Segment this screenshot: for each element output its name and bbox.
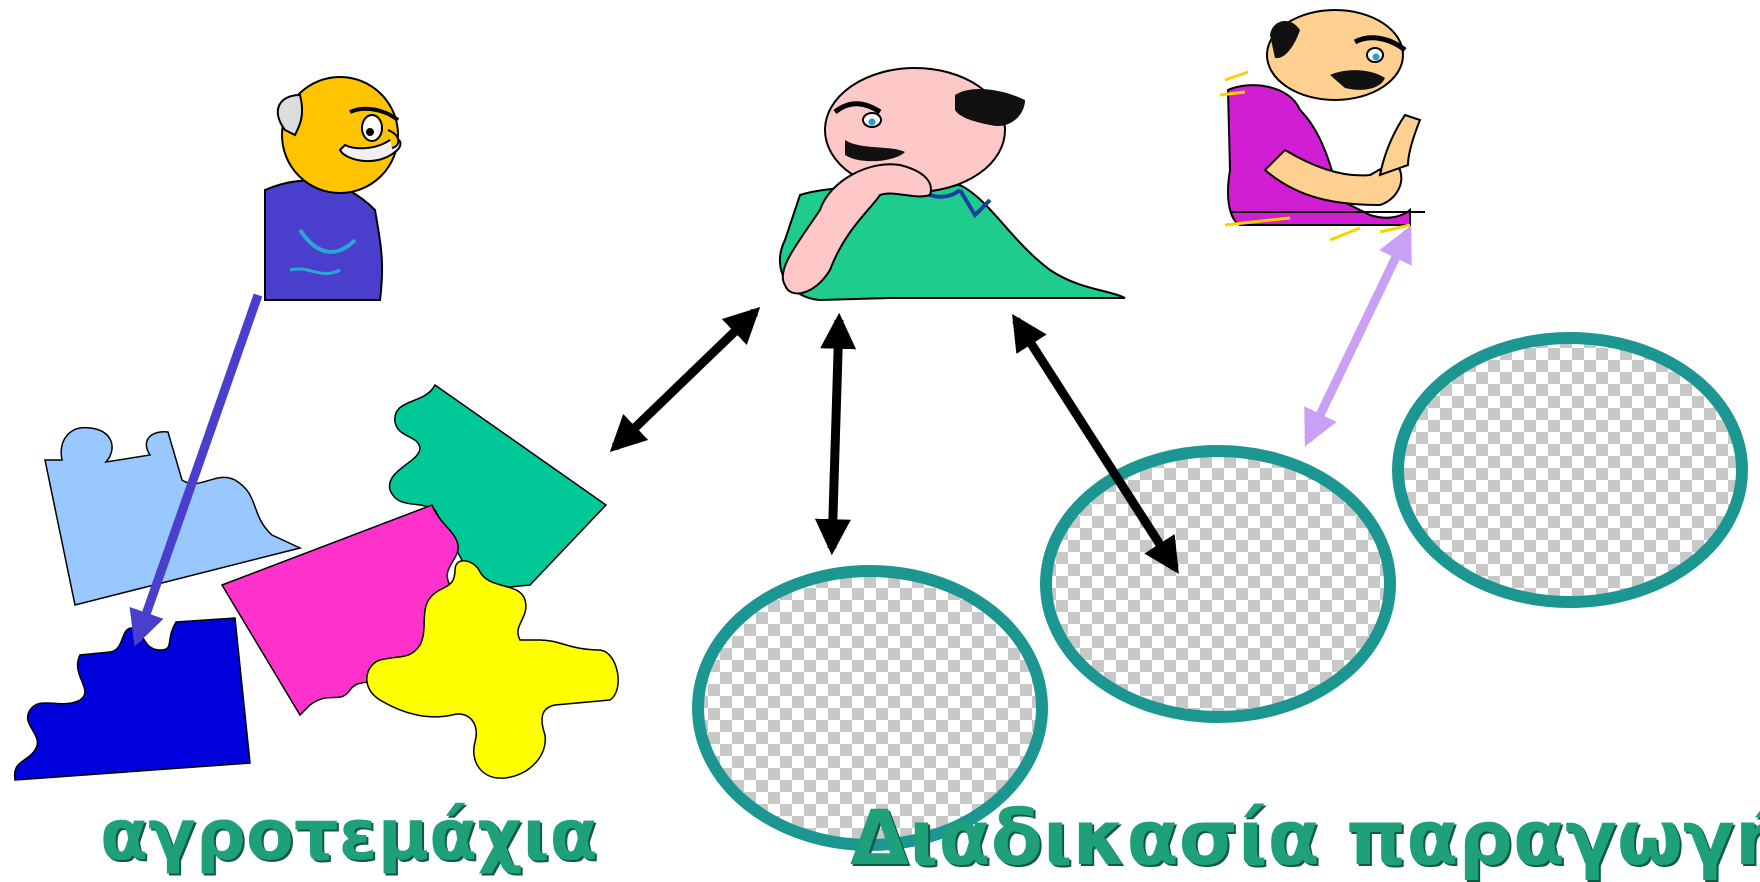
process-ellipses bbox=[698, 338, 1742, 845]
thinking-man-icon bbox=[780, 68, 1125, 300]
caption-production-process: Διαδικασία παραγωγής bbox=[850, 800, 1760, 876]
arrow-man2-to-ellipse-1 bbox=[832, 320, 839, 548]
caption-plots: αγροτεμάχια bbox=[100, 800, 598, 870]
pointing-man-icon bbox=[1220, 10, 1425, 240]
process-ellipse-3 bbox=[1398, 338, 1742, 602]
puzzle-piece-blue bbox=[15, 618, 250, 780]
puzzle-pieces bbox=[15, 385, 619, 780]
worried-old-man-icon bbox=[265, 77, 400, 300]
process-ellipse-2 bbox=[1046, 451, 1390, 717]
arrow-man2-to-puzzle bbox=[615, 312, 755, 447]
arrow-man3-to-ellipse-3 bbox=[1308, 232, 1408, 440]
